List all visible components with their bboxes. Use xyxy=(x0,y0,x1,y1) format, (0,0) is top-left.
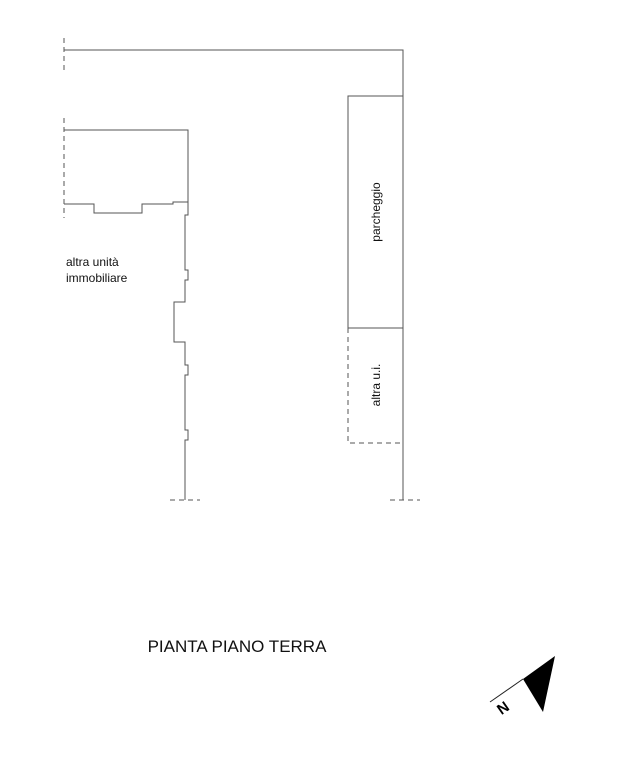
adjacent-unit-walls xyxy=(63,118,200,501)
plan-title: PIANTA PIANO TERRA xyxy=(147,637,327,656)
parking-label: parcheggio xyxy=(369,182,383,242)
other-unit-label-line2: immobiliare xyxy=(66,271,128,285)
other-unit-label-line1: altra unità xyxy=(66,255,119,269)
other-ui-label: altra u.i. xyxy=(369,363,383,407)
outer-wall xyxy=(63,38,420,501)
other-ui-area xyxy=(347,327,403,444)
other-unit-label: altra unità immobiliare xyxy=(66,254,127,286)
north-arrow-icon xyxy=(489,656,555,712)
